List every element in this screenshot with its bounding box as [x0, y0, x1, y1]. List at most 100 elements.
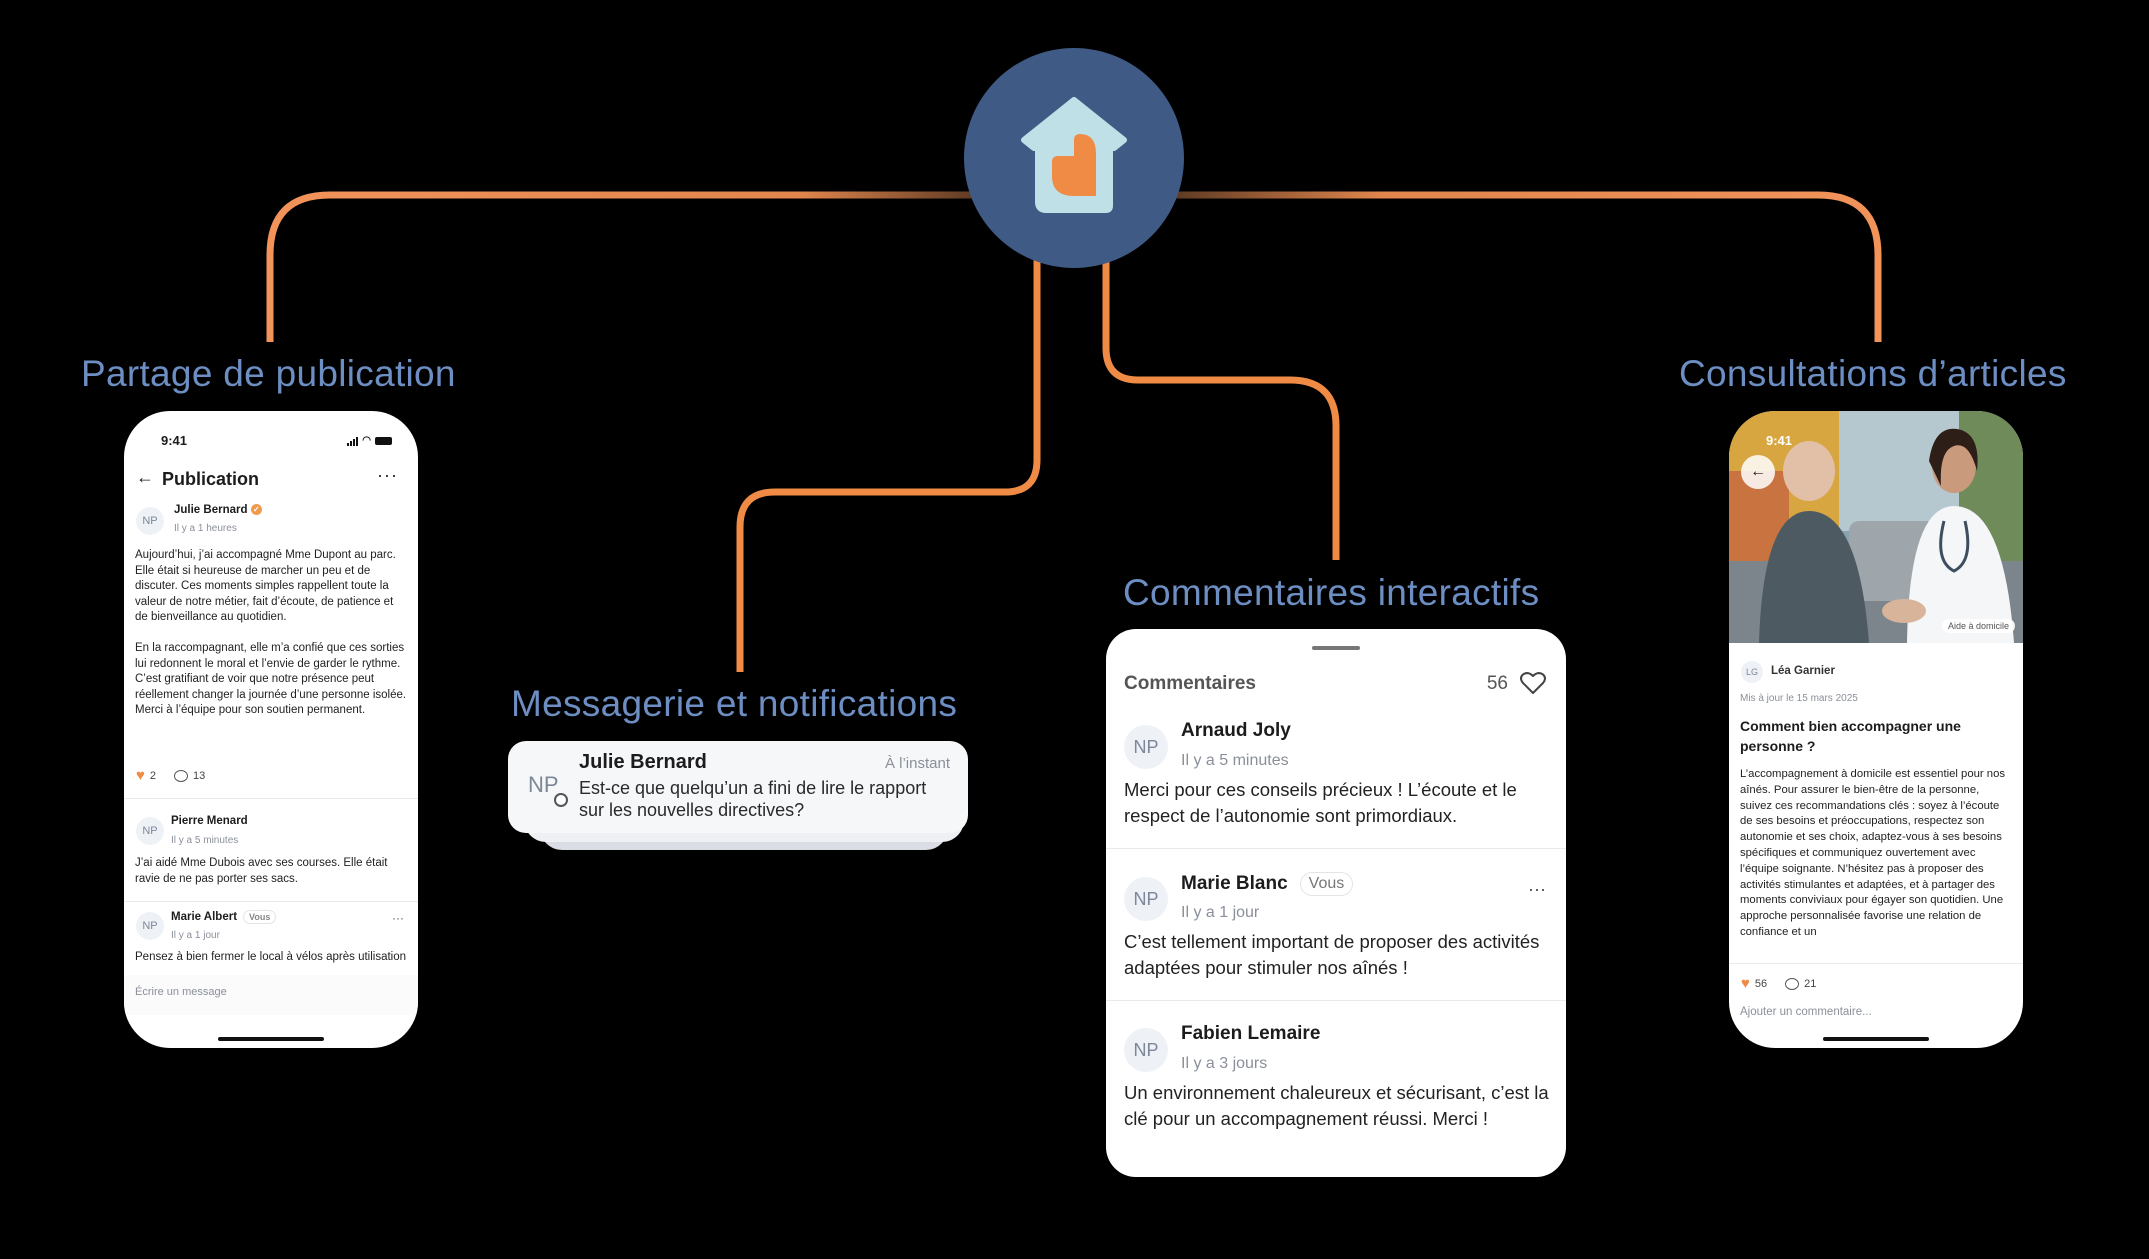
- avatar: NP: [528, 772, 559, 797]
- comments-title: Commentaires: [1124, 673, 1256, 694]
- comment-author[interactable]: Marie Albert: [171, 911, 238, 923]
- comment-bubble-icon[interactable]: [174, 770, 189, 782]
- home-indicator: [218, 1037, 324, 1041]
- verified-icon: ✓: [250, 504, 262, 516]
- avatar: NP: [136, 507, 164, 535]
- publication-phone: 9:41 ◠ ← Publication ··· NP Julie Bernar…: [124, 411, 418, 1048]
- comments-count: 56: [1486, 673, 1508, 694]
- avatar: NP: [136, 817, 164, 845]
- post-paragraph: Elle était si heureuse de marcher un peu…: [135, 564, 394, 624]
- comment-author[interactable]: Arnaud Joly: [1181, 720, 1291, 741]
- article-image: 9:41 ← Aide à domicile: [1729, 411, 2023, 643]
- status-bar: 9:41 ◠: [124, 411, 418, 451]
- comment-time: Il y a 5 minutes: [171, 835, 239, 846]
- notification-sender: Julie Bernard: [579, 751, 707, 773]
- avatar: NP: [1124, 725, 1168, 769]
- comment-bubble-icon[interactable]: [1785, 978, 1800, 990]
- article-body: L’accompagnement à domicile est essentie…: [1740, 768, 2006, 938]
- post-time: Il y a 1 heures: [174, 523, 237, 534]
- comment-time: Il y a 1 jour: [1181, 904, 1260, 921]
- divider: [124, 901, 418, 902]
- message-composer: Écrire un message: [124, 975, 418, 1015]
- vous-badge: Vous: [243, 910, 277, 924]
- avatar: NP: [1124, 1028, 1168, 1072]
- divider: [1106, 1000, 1566, 1001]
- comment-text: C’est tellement important de proposer de…: [1124, 931, 1540, 978]
- section-title-share: Partage de publication: [81, 353, 456, 394]
- article-author[interactable]: Léa Garnier: [1771, 665, 1835, 677]
- notification-avatar: NP: [528, 768, 568, 808]
- notification-time: À l’instant: [884, 755, 950, 772]
- avatar: NP: [1124, 877, 1168, 921]
- comment-time: Il y a 5 minutes: [1181, 752, 1289, 769]
- connector-comments: [1102, 255, 1340, 560]
- message-icon: [554, 793, 568, 807]
- section-title-messaging: Messagerie et notifications: [511, 683, 958, 724]
- article-phone: 9:41 ← Aide à domicile LG Léa Garnier Mi…: [1729, 411, 2023, 1048]
- heart-filled-icon[interactable]: ♥: [1741, 975, 1750, 992]
- post-paragraph: En la raccompagnant, elle m’a confié que…: [135, 641, 407, 717]
- status-time: 9:41: [1766, 433, 1793, 448]
- divider: [124, 798, 418, 799]
- more-icon[interactable]: ···: [1528, 879, 1546, 899]
- sheet-handle[interactable]: [1312, 646, 1360, 650]
- connector-right: [1168, 191, 1882, 342]
- comment-author[interactable]: Pierre Menard: [171, 815, 248, 827]
- comment-author[interactable]: Marie Blanc: [1181, 873, 1288, 894]
- divider: [1106, 848, 1566, 849]
- divider: [1729, 963, 2023, 964]
- connector-messaging: [736, 255, 1041, 672]
- comment-count: 21: [1804, 978, 1817, 990]
- house-heart-icon: [1021, 97, 1127, 213]
- comment-time: Il y a 3 jours: [1181, 1055, 1268, 1072]
- heart-outline-icon[interactable]: [1520, 671, 1546, 695]
- post-author[interactable]: Julie Bernard: [174, 504, 248, 516]
- battery-icon: [375, 436, 392, 445]
- comment-text: J’ai aidé Mme Dubois avec ses courses. E…: [135, 857, 388, 885]
- more-icon[interactable]: ···: [392, 911, 404, 925]
- connector-left: [266, 191, 980, 342]
- comment-author-row: Marie Albert Vous: [171, 910, 277, 924]
- post-body: Aujourd’hui, j’ai accompagné Mme Dupont …: [135, 548, 407, 719]
- comment-item: NP Marie Blanc Vous ··· Il y a 1 jour C’…: [1106, 869, 1566, 1019]
- comment-item: NP Arnaud Joly Il y a 5 minutes Merci po…: [1106, 717, 1566, 867]
- arrow-left-icon[interactable]: ←: [136, 467, 154, 487]
- arrow-left-icon[interactable]: ←: [1741, 455, 1775, 489]
- heart-filled-icon[interactable]: ♥: [136, 767, 145, 784]
- comment-author-row: Marie Blanc Vous: [1181, 872, 1354, 896]
- comment-input[interactable]: Ajouter un commentaire...: [1740, 1006, 1872, 1018]
- post-stats: ♥ 2 13: [136, 767, 206, 784]
- app-logo-hub: [964, 48, 1184, 268]
- section-title-articles: Consultations d’articles: [1679, 353, 2067, 394]
- notification-message: Est-ce que quelqu’un a fini de lire le r…: [579, 778, 927, 820]
- post-author-row: Julie Bernard ✓: [174, 504, 262, 516]
- comment-time: Il y a 1 jour: [171, 930, 220, 941]
- status-time: 9:41: [161, 433, 188, 448]
- comment-item: NP Fabien Lemaire Il y a 3 jours Un envi…: [1106, 1020, 1566, 1170]
- section-title-comments: Commentaires interactifs: [1123, 572, 1540, 613]
- article-title: Comment bien accompagner une personne ?: [1740, 718, 1961, 754]
- comment-text: Pensez à bien fermer le local à vélos ap…: [135, 951, 407, 963]
- article-stats: ♥ 56 21: [1741, 975, 1817, 992]
- comment-text: Merci pour ces conseils précieux ! L’éco…: [1124, 779, 1517, 826]
- like-count: 2: [149, 770, 157, 782]
- notification-card[interactable]: NP Julie Bernard À l’instant Est-ce que …: [508, 741, 968, 833]
- comment-author[interactable]: Fabien Lemaire: [1181, 1023, 1321, 1044]
- comment-count: 13: [193, 770, 206, 782]
- page-title: Publication: [162, 469, 260, 489]
- comments-sheet: Commentaires 56 NP Arnaud Joly Il y a 5 …: [1106, 629, 1566, 1177]
- wifi-icon: ◠: [362, 435, 371, 446]
- more-icon[interactable]: ···: [377, 465, 398, 485]
- post-paragraph: Aujourd’hui, j’ai accompagné Mme Dupont …: [135, 549, 396, 561]
- avatar: NP: [136, 912, 164, 940]
- category-tag: Aide à domicile: [1941, 619, 2015, 633]
- vous-badge: Vous: [1299, 872, 1354, 896]
- home-indicator: [1823, 1037, 1929, 1041]
- like-count: 56: [1754, 978, 1768, 990]
- publication-header: ← Publication ···: [124, 465, 418, 497]
- message-input[interactable]: Écrire un message: [135, 986, 227, 998]
- avatar: LG: [1741, 661, 1763, 683]
- signal-icon: [347, 436, 359, 446]
- article-updated: Mis à jour le 15 mars 2025: [1740, 693, 1858, 704]
